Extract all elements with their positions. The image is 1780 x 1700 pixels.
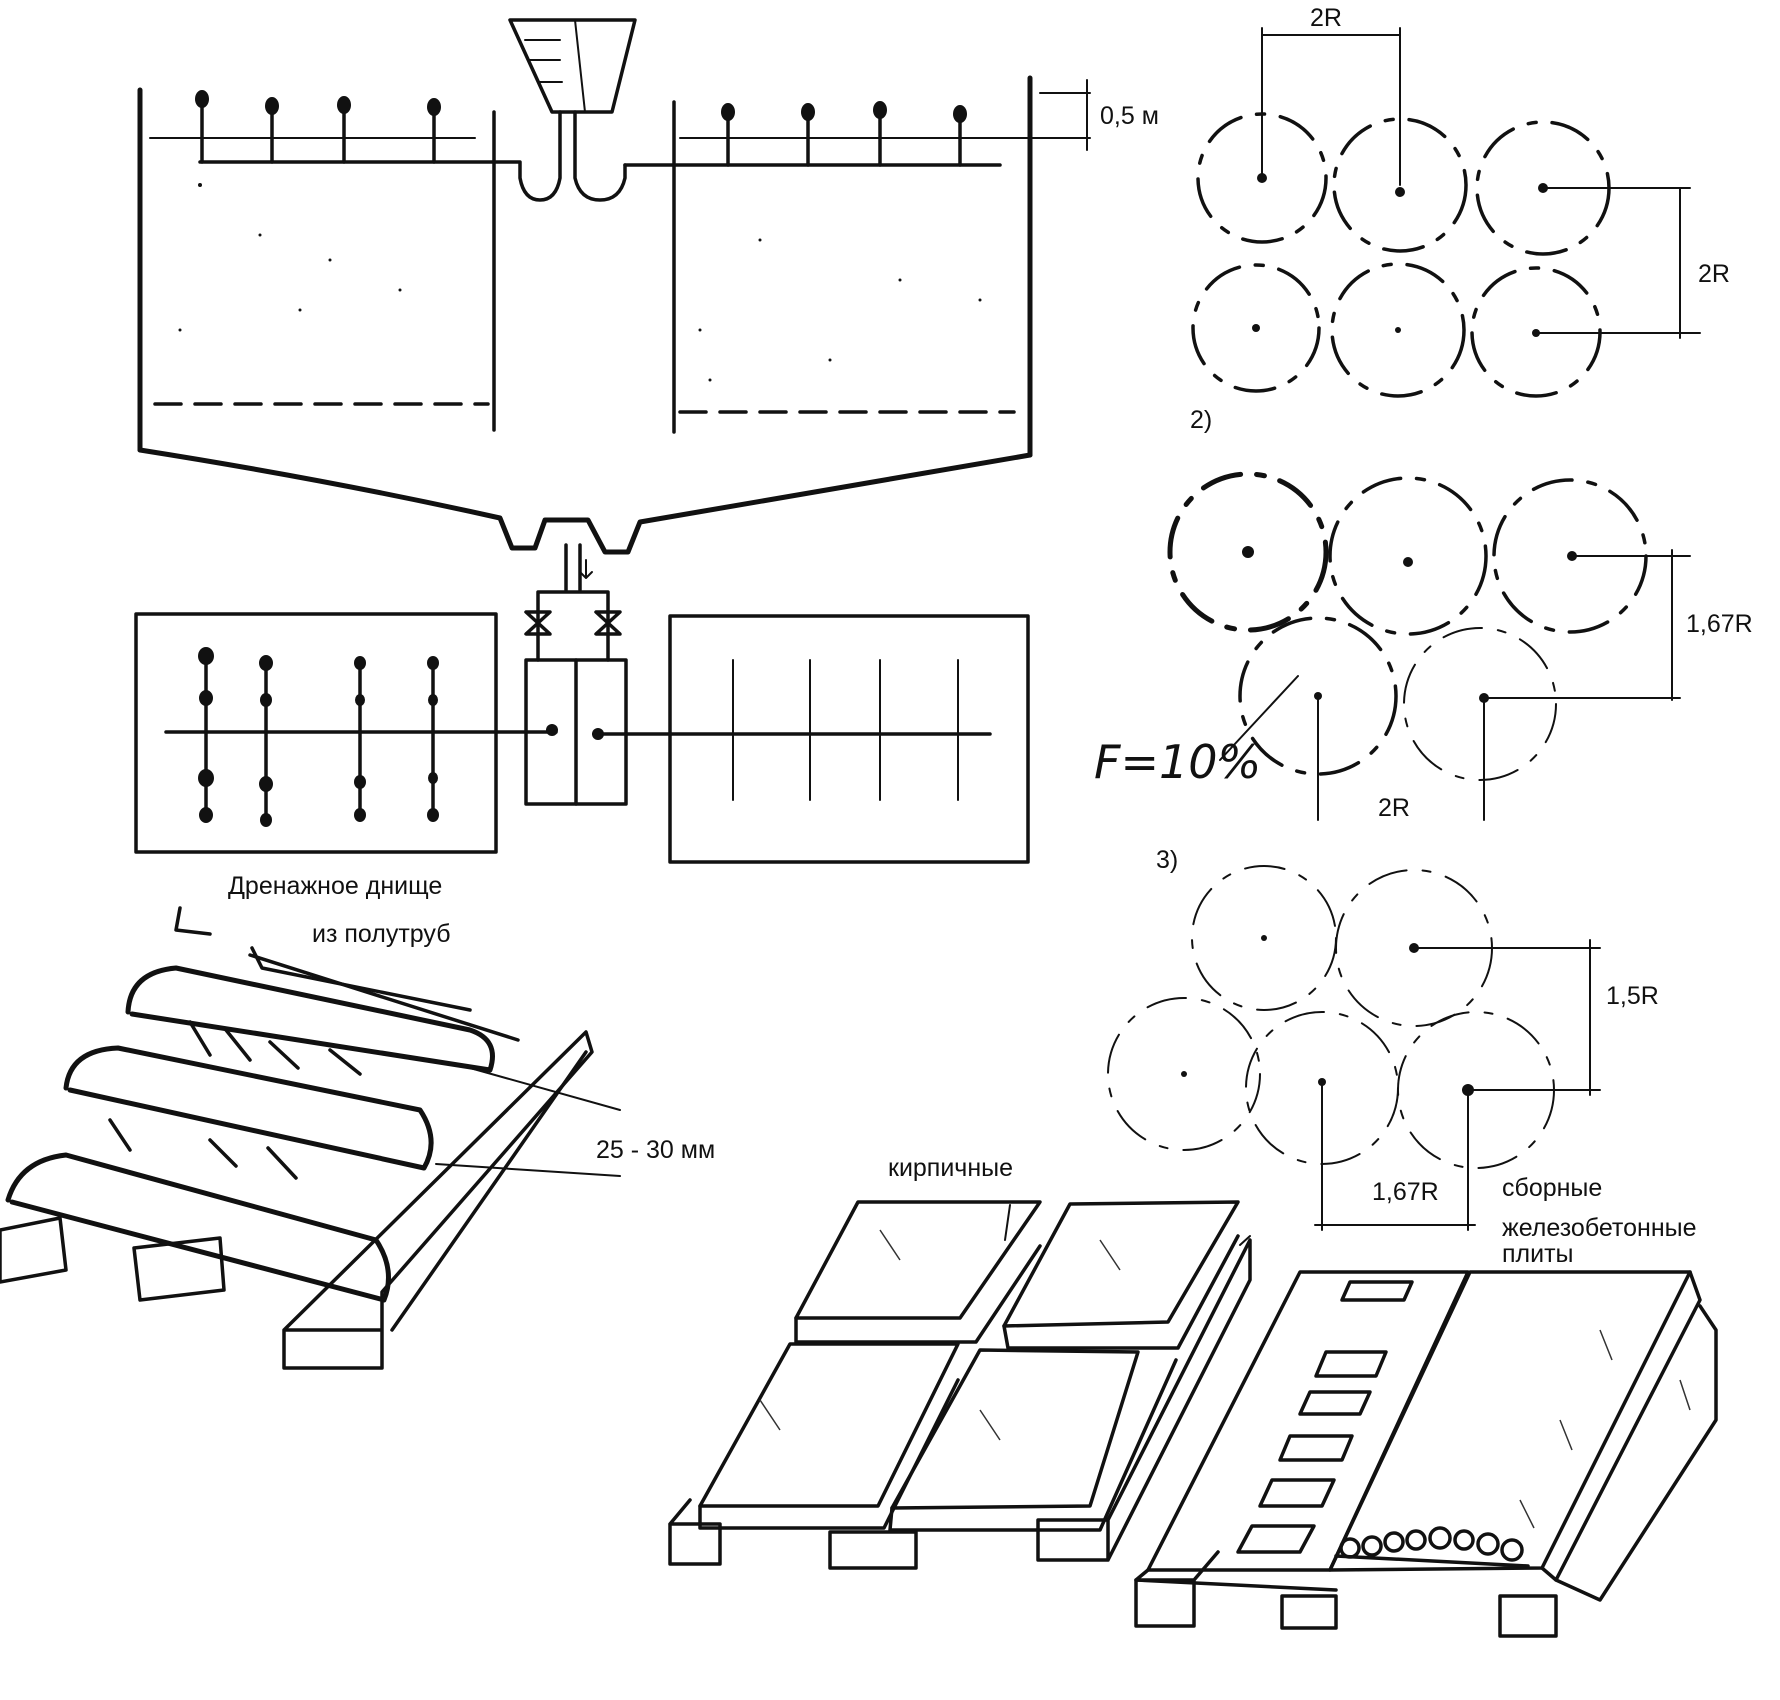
brick-top-right-side [1002, 1234, 1240, 1350]
grid3-v-dim [1413, 939, 1601, 1096]
support-block-left [0, 1216, 68, 1284]
grid3-h-dim [1314, 1081, 1476, 1231]
drainage-title-line1: Дренажное днище [228, 872, 442, 900]
grid2-number: 2) [1190, 406, 1212, 434]
filter-tank-section: 0,5 м [137, 18, 1159, 555]
precast-beam-1 [1134, 1550, 1220, 1628]
level-dim-label: 0,5 м [1100, 102, 1159, 130]
brick-texture [759, 1229, 1121, 1441]
half-pipe-1 [125, 965, 495, 1073]
formula-pointer [1219, 675, 1299, 761]
concrete-texture [1519, 1329, 1691, 1529]
half-pipe-3 [5, 1152, 391, 1303]
grid1-v-dim [1535, 187, 1701, 339]
pipe-joints [108, 946, 520, 1180]
brick-bottom-right [890, 1348, 1140, 1510]
left-nozzles [195, 90, 441, 164]
grid1-v-label: 2R [1698, 260, 1730, 288]
support-beam-edge [390, 1050, 588, 1332]
gap-dim-label: 25 - 30 мм [596, 1136, 715, 1164]
brick-top-left-side [794, 1244, 1042, 1344]
brick-top-right [1002, 1200, 1240, 1328]
coverage-grid-1: 2R 2R [1191, 4, 1730, 398]
precast-beam-3 [1498, 1594, 1558, 1638]
brick-beam-1 [668, 1498, 722, 1566]
grid2-formula: F=10% [1094, 735, 1261, 789]
valve-icon [524, 610, 622, 636]
valve-branch [536, 590, 610, 662]
precast-label-line3: плиты [1502, 1240, 1574, 1268]
tank-bottom [137, 447, 1033, 555]
precast-label-line1: сборные [1502, 1174, 1602, 1202]
brick-label: кирпичные [888, 1154, 1013, 1182]
grid2-h-label: 2R [1378, 794, 1410, 822]
flow-arrow [579, 559, 593, 579]
half-pipe-drainage: Дренажное днище из полутруб 25 - 30 мм [0, 872, 715, 1370]
support-block-middle [132, 1236, 226, 1302]
brick-bottom-right-side [888, 1358, 1178, 1532]
grid3-v-label: 1,5R [1606, 982, 1659, 1010]
drainage-title-line2: из полутруб [312, 920, 451, 948]
precast-label-line2: железобетонные [1502, 1214, 1697, 1242]
brick-drainage: кирпичные [668, 1154, 1252, 1570]
grid3-h-label: 1,67R [1372, 1178, 1439, 1206]
filter-plan-view [134, 543, 1030, 864]
grid1-h-dim [1261, 27, 1401, 186]
right-plan-cell [668, 614, 1030, 864]
precast-beam-2 [1280, 1594, 1338, 1630]
grid2-v-label: 1,67R [1686, 610, 1753, 638]
precast-concrete-plates: сборные железобетонные плиты [1134, 1174, 1718, 1638]
plate-slots [1236, 1280, 1414, 1554]
plate-voids [1334, 1526, 1530, 1568]
speckles [178, 183, 982, 382]
brick-beam-2 [828, 1530, 918, 1570]
grid3-number: 3) [1156, 846, 1178, 874]
right-laterals [732, 659, 959, 801]
support-beam-front [282, 1030, 594, 1370]
half-pipe-2 [63, 1045, 434, 1171]
right-nozzles [721, 101, 967, 167]
coverage-grid-3: 3) 1,5R 1,67R [1107, 846, 1659, 1231]
left-laterals [198, 647, 439, 827]
cut-mark [174, 906, 212, 936]
grid2-h-dim [1317, 695, 1485, 821]
brick-top-left [794, 1200, 1042, 1320]
grid2-v-dim [1483, 549, 1691, 701]
brick-bottom-left [698, 1342, 960, 1508]
inlet-pipes [564, 543, 582, 592]
brick-beam-3 [1036, 1238, 1252, 1562]
coverage-grid-2: 2) 1,67R 2R F=10% [1094, 406, 1753, 822]
feed-funnel [492, 18, 637, 202]
grid1-h-label: 2R [1310, 4, 1342, 32]
gap-dim-lines [435, 1067, 621, 1177]
